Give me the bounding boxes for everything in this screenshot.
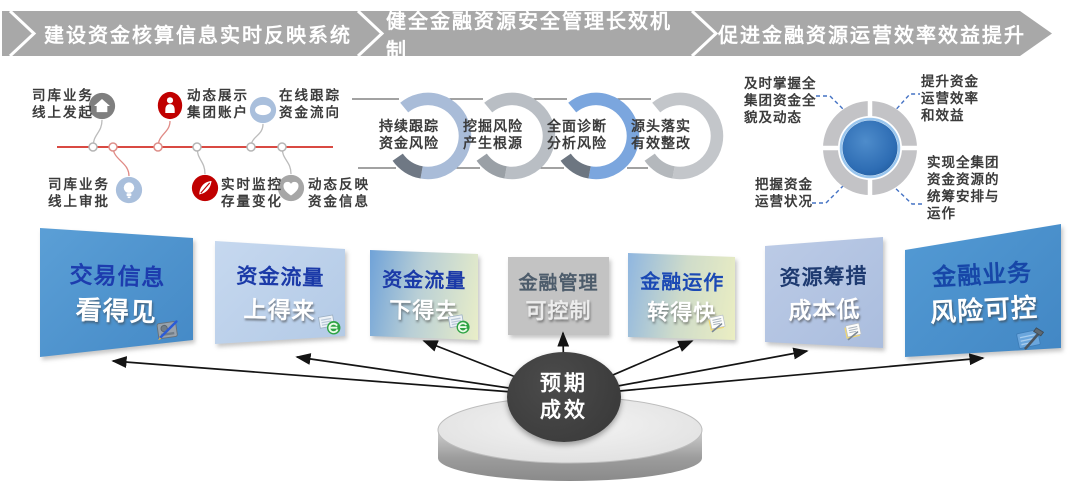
arc-label-2: 挖掘风险 产生根源 (463, 119, 523, 152)
banner-band (2, 9, 1052, 58)
pen-icon (190, 173, 220, 203)
banner-1: 建设资金核算信息实时反映系统 (44, 23, 352, 47)
wheel-label-bottom-right: 实现全集团 资金资源的 统筹安排与 运作 (927, 155, 1000, 222)
coin-icon (248, 95, 278, 125)
chevron-separator (356, 9, 385, 58)
panel-1: 交易信息 看得见 (40, 227, 193, 358)
wheel-connectors (812, 93, 924, 205)
panel-7: 金融业务 风险可控 (905, 224, 1061, 357)
panel-4-line1: 金融管理 (518, 271, 599, 294)
timeline-label-2: 司库业务 线上审批 (48, 177, 110, 210)
panel-2: 资金流量 上得来 (215, 240, 345, 345)
notepad-pen-icon (844, 322, 862, 341)
heart-icon (276, 173, 306, 203)
panel-4: 金融管理 可控制 (508, 257, 609, 335)
panel-5: 金融运作 转得快 (628, 252, 735, 341)
timeline-nodes (88, 142, 287, 152)
wheel-label-bottom-left: 把握资金 运营状况 (755, 177, 813, 210)
browser-docs-icon (447, 314, 470, 334)
wheel-center (842, 120, 898, 176)
risk-arc-3 (560, 92, 640, 180)
chevron-separator (690, 9, 719, 58)
risk-arc-1 (392, 92, 472, 180)
panel-4-line2: 可控制 (525, 298, 592, 323)
risk-arc-2 (476, 92, 556, 180)
arc-label-3: 全面诊断 分析风险 (547, 119, 607, 152)
panel-3: 资金流量 下得去 (370, 248, 478, 340)
calculator-pen-icon (156, 320, 178, 341)
timeline-label-4: 实时监控 存量变化 (221, 177, 283, 210)
timeline-label-1: 司库业务 线上发起 (32, 88, 94, 121)
arc-label-1: 持续跟踪 资金风险 (379, 119, 439, 152)
arc-label-4: 源头落实 有效整改 (631, 119, 691, 152)
lightbulb-icon (114, 175, 144, 205)
banner-2: 健全金融资源安全管理长效机制 (386, 8, 672, 62)
hammer-doc-icon (1016, 327, 1045, 350)
timeline-label-6: 动态反映 资金信息 (308, 177, 370, 210)
banner-3: 促进金融资源运营效率效益提升 (718, 23, 1026, 47)
wheel-label-top-left: 及时掌握全 集团资金全 貌及动态 (744, 76, 817, 126)
browser-docs-icon (317, 314, 341, 335)
home-icon (87, 91, 117, 121)
expected-results-circle: 预期 成效 (507, 352, 621, 442)
person-icon (155, 90, 185, 120)
wheel-label-top-right: 提升资金 运营效率 和效益 (921, 74, 979, 124)
arc-flow-lines (352, 98, 651, 169)
timeline-label-5: 在线跟踪 资金流向 (279, 88, 341, 121)
notepad-pen-icon (708, 314, 726, 333)
timeline-label-3: 动态展示 集团账户 (187, 88, 249, 121)
chevron-separator (8, 9, 37, 58)
risk-arc-4 (644, 92, 724, 180)
panel-6: 资源筹措 成本低 (765, 237, 883, 349)
wheel-diagram (822, 100, 918, 196)
